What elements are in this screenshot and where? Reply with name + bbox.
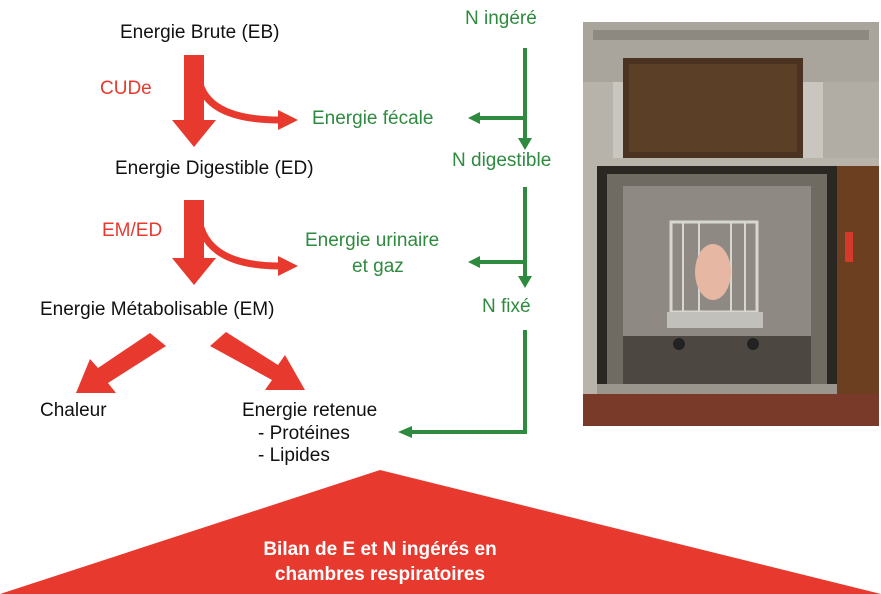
energie-metabolisable-label: Energie Métabolisable (EM) bbox=[40, 299, 275, 320]
arrow-ed-to-em bbox=[172, 200, 216, 285]
arrow-em-to-chaleur bbox=[76, 333, 166, 393]
arrow-em-to-retenue bbox=[210, 332, 305, 390]
cude-label: CUDe bbox=[100, 78, 152, 99]
green-arrowhead-retenue bbox=[398, 426, 412, 438]
banner-line-2: chambres respiratoires bbox=[274, 564, 486, 585]
curve-urinary-loss bbox=[194, 207, 281, 270]
green-arrowhead-down-1 bbox=[518, 138, 532, 150]
green-arrowhead-down-2 bbox=[518, 276, 532, 288]
green-line-3 bbox=[410, 330, 527, 434]
n-fixe-label: N fixé bbox=[482, 296, 531, 317]
green-arrowhead-urinary bbox=[468, 256, 480, 268]
n-ingere-label: N ingéré bbox=[465, 8, 537, 29]
respiration-chamber-photo bbox=[583, 22, 879, 426]
chaleur-label: Chaleur bbox=[40, 400, 107, 421]
banner-line-1: Bilan de E et N ingérés en bbox=[263, 539, 497, 560]
energie-brute-label: Energie Brute (EB) bbox=[120, 22, 280, 43]
em-ed-label: EM/ED bbox=[102, 220, 163, 241]
energie-digestible-label: Energie Digestible (ED) bbox=[115, 158, 314, 179]
energie-retenue-label: Energie retenue bbox=[242, 400, 378, 421]
arrowhead-fecal bbox=[278, 110, 298, 130]
curve-fecal-loss bbox=[194, 69, 281, 124]
et-gaz-label: et gaz bbox=[352, 256, 404, 277]
n-digestible-label: N digestible bbox=[452, 150, 552, 171]
energie-fecale-label: Energie fécale bbox=[312, 108, 434, 129]
bottom-banner-shape bbox=[0, 470, 881, 594]
green-arrowhead-fecal bbox=[468, 112, 480, 124]
arrow-eb-to-ed bbox=[172, 55, 216, 147]
lipides-label: - Lipides bbox=[258, 445, 330, 466]
arrowhead-urinary bbox=[278, 256, 298, 276]
energie-urinaire-label: Energie urinaire bbox=[305, 230, 440, 251]
proteines-label: - Protéines bbox=[258, 423, 350, 444]
